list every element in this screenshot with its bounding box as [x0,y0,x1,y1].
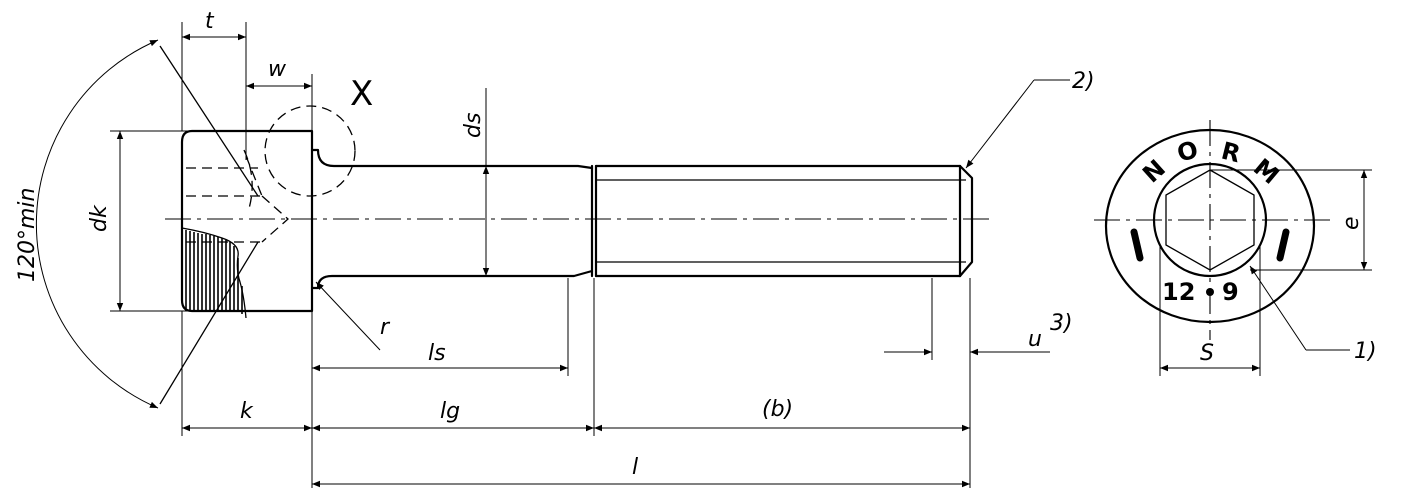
section-hatch [185,230,243,314]
svg-text:e: e [1339,216,1364,230]
dim-ls: ls [311,278,569,488]
svg-text:lg: lg [440,399,460,424]
dim-r: r [315,281,391,351]
note-1-leader: 1) [1249,265,1377,364]
dim-b: (b) [594,278,971,488]
svg-text:O: O [1174,135,1201,168]
cone-line-lower [159,241,259,405]
dim-t: t [181,9,247,160]
hex-socket [1165,169,1255,271]
dim-k: k [181,311,312,436]
svg-text:r: r [380,315,391,340]
dim-w: w [246,57,313,131]
svg-text:w: w [268,57,287,82]
svg-text:2): 2) [1072,69,1095,94]
dim-e: e [1210,169,1372,271]
detail-x-label: X [350,74,373,114]
dim-ds: ds [461,88,490,276]
svg-text:9: 9 [1222,278,1239,306]
dim-s: S [1159,245,1261,376]
svg-text:u: u [1028,327,1042,352]
svg-text:1): 1) [1354,339,1377,364]
svg-text:120°min: 120°min [15,188,40,282]
svg-text:N: N [1137,154,1171,188]
hex-inscribed-circle [1152,162,1268,278]
svg-text:l: l [632,455,638,480]
note-2-leader: 2) [965,69,1095,169]
detail-x-circle [264,105,356,197]
dim-dk: dk [87,130,192,312]
dim-angle: 120°min [15,39,159,409]
svg-text:3): 3) [1050,311,1073,336]
end-view: N O R M 12 9 e S 1) [1094,120,1377,376]
svg-text:k: k [240,399,254,424]
svg-text:ls: ls [428,341,446,366]
bolt-shank [310,148,974,290]
svg-text:S: S [1200,341,1214,366]
svg-text:(b): (b) [762,397,793,422]
svg-text:R: R [1219,137,1244,169]
dim-u: u 3) [884,278,1073,360]
svg-text:ds: ds [461,113,486,138]
dim-l: l [312,455,970,488]
head-outer-ellipse [1104,128,1316,324]
dim-lg: lg [312,278,595,436]
cone-line-upper [159,45,259,197]
svg-text:t: t [205,9,215,34]
side-view: X t w dk 120°min d [15,9,1095,488]
svg-text:dk: dk [87,204,112,232]
svg-text:12: 12 [1162,278,1195,306]
